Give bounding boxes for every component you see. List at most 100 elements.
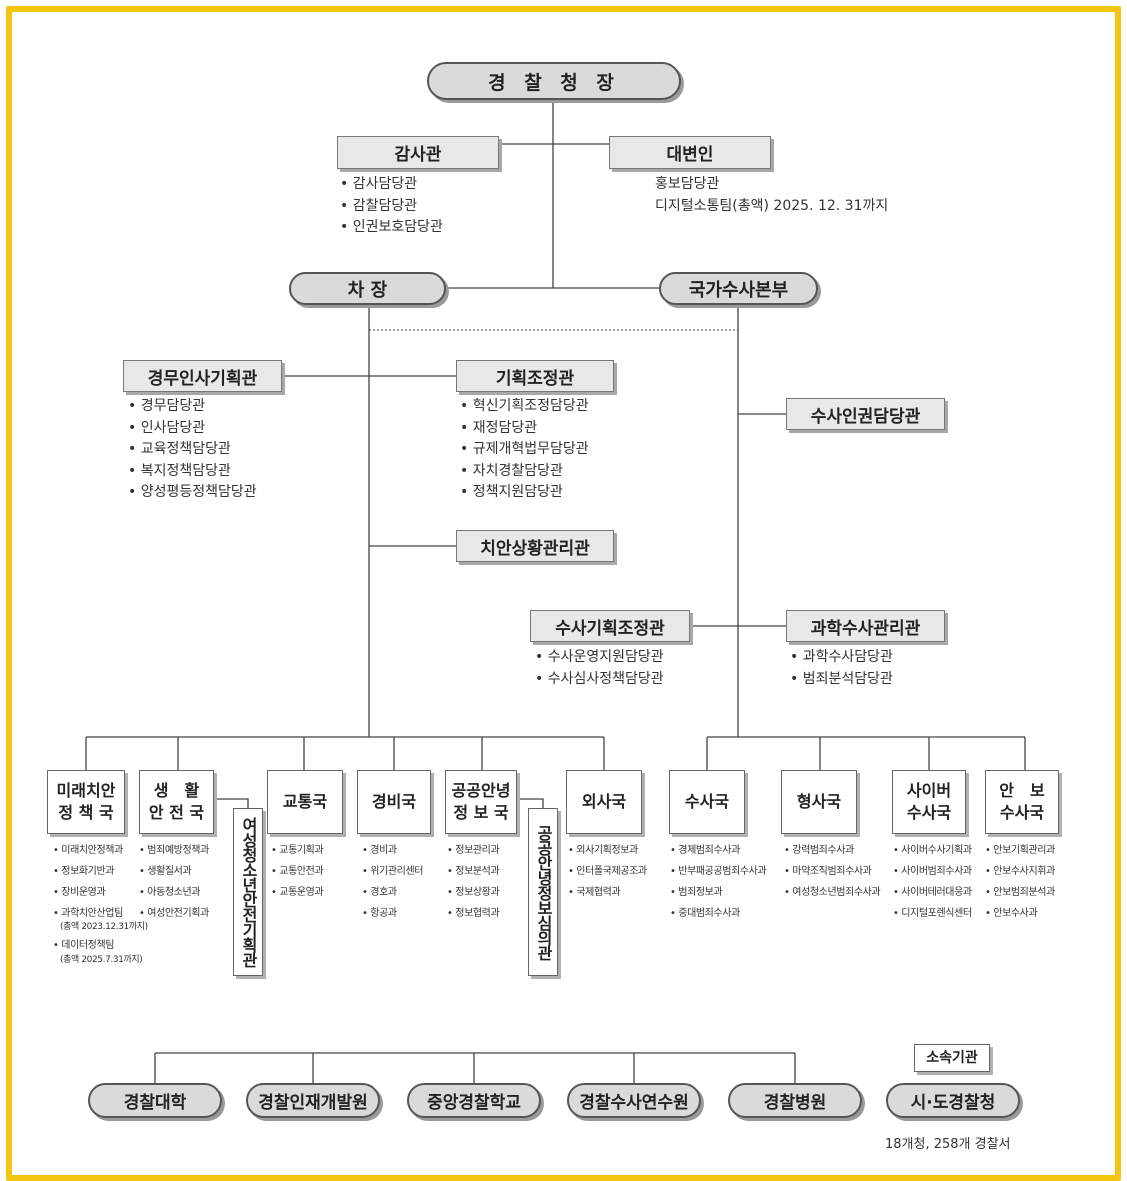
bureau-criminal: 형사국 [781, 770, 857, 834]
bureau-list: 미래치안정책과 정보화기반과 장비운영과 과학치안산업팀 [53, 840, 123, 924]
list-item: 홍보담당관 [655, 176, 720, 192]
list-item: 외사기획정보과 [568, 840, 647, 861]
list-item: 혁신기획조정담당관 [460, 396, 589, 418]
list-item: 과학수사담당관 [790, 647, 893, 669]
list-item: 자치경찰담당관 [460, 461, 589, 483]
investigation-planning-list: 수사운영지원담당관 수사심사정책담당관 [535, 647, 664, 690]
list-item: 교통기획과 [271, 840, 323, 861]
list-item: 여성안전기획과 [139, 903, 209, 924]
list-item: 아동청소년과 [139, 882, 209, 903]
list-item: 수사운영지원담당관 [535, 647, 664, 669]
auditor-list: 감사담당관 감찰담당관 인권보호담당관 [340, 174, 443, 239]
provincial-police-box: 시·도경찰청 [886, 1083, 1020, 1118]
list-item: 경비과 [362, 840, 423, 861]
bureau-list: 강력범죄수사과 마약조직범죄수사과 여성청소년범죄수사과 [784, 840, 880, 903]
planning-coordination-box: 기획조정관 [456, 360, 614, 392]
list-item: 재정담당관 [460, 418, 589, 440]
list-item: 인사담당관 [128, 418, 257, 440]
bureau-list: 안보기획관리과 안보수사지휘과 안보범죄분석과 안보수사과 [985, 840, 1055, 924]
note: (총액 2025.7.31까지) [60, 955, 143, 965]
bureau-foreign-affairs: 외사국 [566, 770, 642, 834]
list-item: 위기관리센터 [362, 861, 423, 882]
situation-management-box: 치안상황관리관 [456, 530, 614, 562]
bureau-list: 정보관리과 정보분석과 정보상황과 정보협력과 [447, 840, 499, 924]
list-item: 교통운영과 [271, 882, 323, 903]
agency-police-hospital: 경찰병원 [728, 1083, 862, 1118]
personnel-list: 경무담당관 인사담당관 교육정책담당관 복지정책담당관 양성평등정책담당관 [128, 396, 257, 504]
list-item: 정보분석과 [447, 861, 499, 882]
list-item: 양성평등정책담당관 [128, 482, 257, 504]
list-item: 사이버범죄수사과 [893, 861, 972, 882]
planning-list: 혁신기획조정담당관 재정담당관 규제개혁법무담당관 자치경찰담당관 정책지원담당… [460, 396, 589, 504]
list-item: 정보상황과 [447, 882, 499, 903]
agency-central-police-academy: 중앙경찰학교 [407, 1083, 541, 1118]
provincial-note: 18개청, 258개 경찰서 [885, 1137, 1011, 1152]
bureau-list: 사이버수사기획과 사이버범죄수사과 사이버테러대응과 디지털포렌식센터 [893, 840, 972, 924]
list-item: 정책지원담당관 [460, 482, 589, 504]
spokesperson-units: 홍보담당관 디지털소통팀(총액) 2025. 12. 31까지 [655, 174, 888, 217]
agency-police-university: 경찰대학 [88, 1083, 222, 1118]
personnel-planning-box: 경무인사기획관 [123, 360, 282, 392]
list-item: 인권보호담당관 [340, 217, 443, 239]
nib-box: 국가수사본부 [659, 272, 818, 305]
list-item: 규제개혁법무담당관 [460, 439, 589, 461]
women-youth-safety-office: 여성청소년안전기획관 [233, 808, 263, 976]
list-item: 과학치안산업팀 [53, 903, 123, 924]
list-item: 반부패공공범죄수사과 [670, 861, 766, 882]
public-info-review-office: 공공안녕정보심의관 [528, 808, 558, 976]
bureau-investigation: 수사국 [669, 770, 745, 834]
list-item: 마약조직범죄수사과 [784, 861, 880, 882]
list-item: 국제협력과 [568, 882, 647, 903]
list-item: 사이버테러대응과 [893, 882, 972, 903]
list-item: 사이버수사기획과 [893, 840, 972, 861]
bureau-community-safety: 생 활 안 전 국 [139, 770, 214, 834]
list-item: 장비운영과 [53, 882, 123, 903]
forensic-management-box: 과학수사관리관 [786, 610, 945, 642]
bureau-list: 경제범죄수사과 반부패공공범죄수사과 범죄정보과 중대범죄수사과 [670, 840, 766, 924]
bureau-future-policing: 미래치안 정 책 국 [47, 770, 125, 834]
bureau-national-security: 안 보 수사국 [985, 770, 1059, 834]
list-item: 정보화기반과 [53, 861, 123, 882]
bureau-traffic: 교통국 [267, 770, 343, 834]
list-item: 교육정책담당관 [128, 439, 257, 461]
list-item: • 데이터정책팀 [53, 940, 115, 951]
list-item: 안보수사과 [985, 903, 1055, 924]
list-item: 경제범죄수사과 [670, 840, 766, 861]
list-item: 안보수사지휘과 [985, 861, 1055, 882]
list-item: 교통안전과 [271, 861, 323, 882]
auditor-box: 감사관 [337, 136, 499, 169]
list-item: 정보관리과 [447, 840, 499, 861]
chief-box: 경 찰 청 장 [427, 62, 681, 100]
bureau-list: 외사기획정보과 인터폴국제공조과 국제협력과 [568, 840, 647, 903]
list-item: 감찰담당관 [340, 196, 443, 218]
list-item: 미래치안정책과 [53, 840, 123, 861]
list-item: 중대범죄수사과 [670, 903, 766, 924]
list-item: 여성청소년범죄수사과 [784, 882, 880, 903]
list-item: 디지털포렌식센터 [893, 903, 972, 924]
bureau-public-order-intelligence: 공공안녕 정 보 국 [445, 770, 517, 834]
bureau-notes: (총액 2023.12.31까지) • 데이터정책팀 (총액 2025.7.31… [53, 920, 148, 972]
list-item: 경무담당관 [128, 396, 257, 418]
note: (총액 2023.12.31까지) [60, 922, 148, 932]
list-item: 범죄분석담당관 [790, 669, 893, 691]
affiliated-label: 소속기관 [914, 1044, 990, 1072]
list-item: 디지털소통팀(총액) 2025. 12. 31까지 [655, 197, 889, 214]
investigation-planning-box: 수사기획조정관 [530, 610, 690, 642]
list-item: 경호과 [362, 882, 423, 903]
list-item: 항공과 [362, 903, 423, 924]
list-item-text: 데이터정책팀 [61, 940, 115, 951]
forensic-list: 과학수사담당관 범죄분석담당관 [790, 647, 893, 690]
list-item: 범죄예방정책과 [139, 840, 209, 861]
bureau-cyber: 사이버 수사국 [892, 770, 966, 834]
list-item: 인터폴국제공조과 [568, 861, 647, 882]
list-item: 안보범죄분석과 [985, 882, 1055, 903]
bureau-security: 경비국 [357, 770, 431, 834]
list-item: 강력범죄수사과 [784, 840, 880, 861]
list-item: 감사담당관 [340, 174, 443, 196]
spokesperson-box: 대변인 [609, 136, 771, 169]
bureau-list: 경비과 위기관리센터 경호과 항공과 [362, 840, 423, 924]
list-item: 생활질서과 [139, 861, 209, 882]
agency-hr-development: 경찰인재개발원 [246, 1083, 380, 1118]
yellow-frame [6, 6, 1121, 1181]
